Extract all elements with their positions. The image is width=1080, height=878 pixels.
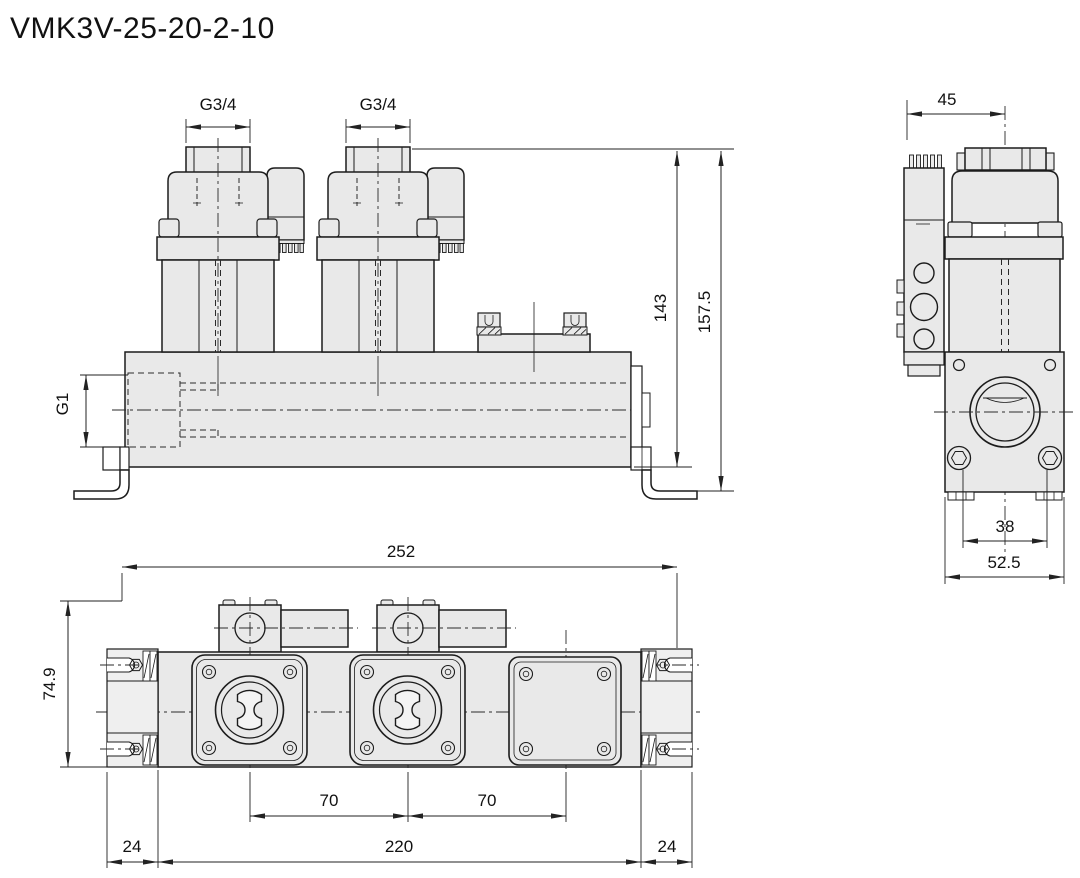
dim-inlet-port: G1	[53, 374, 128, 448]
plan-blanking-plate	[508, 656, 622, 766]
dim-port2-label: G3/4	[360, 95, 397, 114]
manifold-hidden-bore	[112, 372, 645, 448]
dim-right-bracket-label: 24	[658, 837, 677, 856]
dim-overall-height: 157.5	[694, 151, 734, 492]
dim-station-pitch: 70 70	[249, 772, 567, 822]
dim-pitch-b-label: 70	[478, 791, 497, 810]
dim-port1-label: G3/4	[200, 95, 237, 114]
plan-solenoid-2	[371, 599, 517, 653]
left-end-bracket-front	[73, 446, 130, 500]
plan-solenoid-1	[213, 599, 359, 653]
pilot-valve-side	[896, 154, 945, 377]
right-mounting-foot	[641, 469, 698, 500]
dim-overall-length: 252	[121, 542, 678, 648]
blanking-plate-front	[476, 302, 591, 372]
plan-flange-2	[349, 654, 466, 766]
dim-body-height: 143	[412, 148, 734, 468]
dim-solenoid-offset-label: 45	[938, 90, 957, 109]
connector-plug	[964, 147, 1047, 171]
dim-overall-height-label: 157.5	[695, 291, 714, 334]
dim-body-height-label: 143	[651, 294, 670, 322]
dim-pitch-a-label: 70	[320, 791, 339, 810]
left-mounting-foot	[73, 469, 130, 500]
plan-left-bracket	[100, 648, 159, 768]
blanking-screw-right	[562, 312, 588, 336]
dim-mount-hole-spacing-label: 38	[996, 517, 1015, 536]
dim-overall-depth: 74.9	[40, 600, 125, 768]
plan-flange-1	[191, 654, 308, 766]
bottom-view: 252 74.9	[40, 542, 700, 868]
dim-inlet-label: G1	[53, 393, 72, 416]
dim-length-chain: 24 220 24	[106, 770, 693, 868]
dim-overall-width-label: 52.5	[987, 553, 1020, 572]
right-end-bracket-front	[630, 365, 698, 500]
page-title: VMK3V-25-20-2-10	[10, 12, 275, 45]
side-flange	[934, 351, 1077, 501]
hex-bolt-right	[1037, 445, 1063, 471]
dim-overall-length-label: 252	[387, 542, 415, 561]
dim-overall-depth-label: 74.9	[40, 667, 59, 700]
main-valve-side	[944, 147, 1064, 353]
hex-bolt-left	[946, 445, 972, 471]
dim-left-bracket-label: 24	[123, 837, 142, 856]
dim-body-length-label: 220	[385, 837, 413, 856]
dim-mount-hole-spacing: 38	[962, 470, 1048, 548]
dim-solenoid-offset: 45	[906, 90, 1005, 140]
side-view: 45	[896, 90, 1077, 584]
blanking-screw-left	[476, 312, 502, 336]
dim-overall-width: 52.5	[944, 497, 1065, 584]
front-view: G3/4 G3/4 G1	[53, 95, 734, 500]
plan-right-bracket	[640, 648, 699, 768]
